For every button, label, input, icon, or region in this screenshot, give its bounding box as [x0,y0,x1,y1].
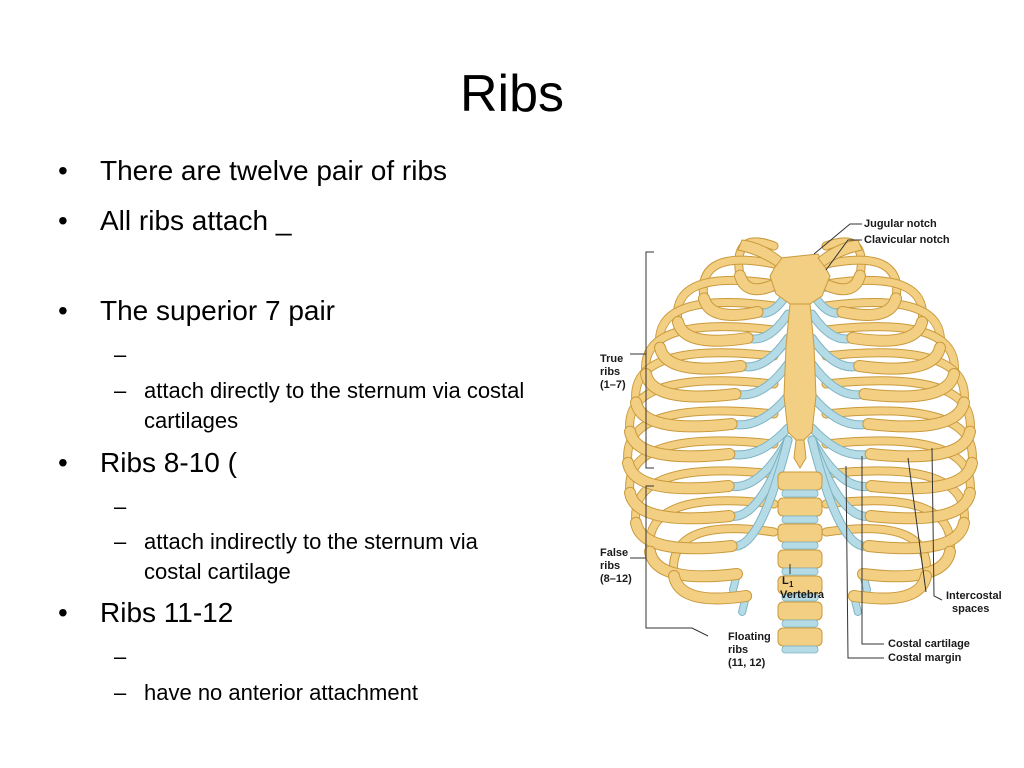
bullet-mark: • [58,447,68,478]
vertebra-body [777,549,823,569]
anterior-rib [625,426,735,462]
anterior-rib [866,457,977,494]
label-false-ribs-1: False [600,547,628,559]
vertebra-body [777,627,823,647]
intervertebral-disc [781,541,819,550]
sub-bullet-text: attach directly to the sternum via costa… [144,378,525,403]
anterior-rib [865,426,975,462]
anterior-rib [631,397,737,432]
sub-bullet-text: costal cartilage [144,559,291,584]
anterior-rib [735,270,777,295]
posterior-rib [822,256,901,302]
clavicle-stub-left [737,239,783,267]
label-jugular-notch: Jugular notch [864,218,937,230]
label-vertebra: Vertebra [780,589,825,601]
label-true-ribs-2: ribs [600,366,620,378]
dash-mark: – [114,680,127,705]
anterior-rib [863,397,969,432]
label-false-ribs-3: (8–12) [600,573,632,585]
label-true-ribs-3: (1–7) [600,379,626,391]
anterior-rib [623,457,734,494]
vertebra-body [777,523,823,543]
anterior-rib [837,293,901,320]
clavicle-stub-right [817,239,863,267]
slide-title: Ribs [459,65,565,123]
vertebra-body [777,601,823,621]
label-false-ribs-2: ribs [600,560,620,572]
label-clavicular-notch: Clavicular notch [864,234,950,246]
bullet-mark: • [58,295,68,326]
intervertebral-disc [781,567,819,576]
intervertebral-disc [781,593,819,602]
anterior-rib [673,317,753,346]
anterior-rib [669,571,752,604]
label-vertebra-number: 1 [789,580,794,589]
rib-cage-figure: Jugular notch Clavicular notch True ribs… [592,196,1024,674]
bullet-mark: • [58,597,68,628]
anterior-ribs [622,269,978,605]
leader-lines [630,223,943,659]
anterior-rib [863,517,969,554]
vertebra-body [777,471,823,491]
intervertebral-disc [781,619,819,628]
anterior-rib [699,293,763,320]
bullet-text: Ribs 11-12 [100,597,234,628]
anterior-rib [847,317,927,346]
dash-mark: – [114,644,127,669]
anterior-rib [859,369,959,402]
sub-bullet-text: have no anterior attachment [144,680,418,705]
label-true-ribs-1: True [600,353,623,365]
anterior-rib [823,270,865,295]
label-intercostal-1: Intercostal [946,590,1002,602]
bullet-text: All ribs attach _ [100,205,292,236]
vertebra-body [777,497,823,517]
bullet-text: The superior 7 pair [100,295,336,326]
label-floating-ribs-1: Floating [728,631,771,643]
costal-cartilage [728,436,792,550]
vertebral-column [777,471,823,654]
sub-bullet-text: attach indirectly to the sternum via [144,529,478,554]
dash-mark: – [114,342,127,367]
anterior-rib [865,487,975,524]
bullet-text: There are twelve pair of ribs [100,155,448,186]
intervertebral-disc [781,645,819,654]
label-intercostal-2: spaces [952,603,989,615]
posterior-rib [822,323,958,378]
sternum [769,253,831,469]
bullet-mark: • [58,155,68,186]
anterior-rib [641,369,741,402]
dash-mark: – [114,494,127,519]
label-costal-cartilage: Costal cartilage [888,638,970,650]
intervertebral-disc [781,489,819,498]
sub-bullet-text: cartilages [144,408,239,433]
anterior-rib [625,487,735,524]
intervertebral-disc [781,515,819,524]
dash-mark: – [114,529,127,554]
dash-mark: – [114,378,127,403]
label-floating-ribs-3: (11, 12) [728,657,766,669]
label-floating-ribs-2: ribs [728,644,748,656]
anterior-rib [854,342,945,374]
anterior-rib [631,517,737,554]
rib-cage-illustration: Jugular notch Clavicular notch True ribs… [592,196,1024,674]
label-costal-margin: Costal margin [888,652,962,664]
bullet-text: Ribs 8-10 ( [100,447,237,478]
anterior-rib [655,342,746,374]
bullet-mark: • [58,205,68,236]
label-vertebra-letter: L [782,575,789,587]
posterior-rib [699,256,778,302]
